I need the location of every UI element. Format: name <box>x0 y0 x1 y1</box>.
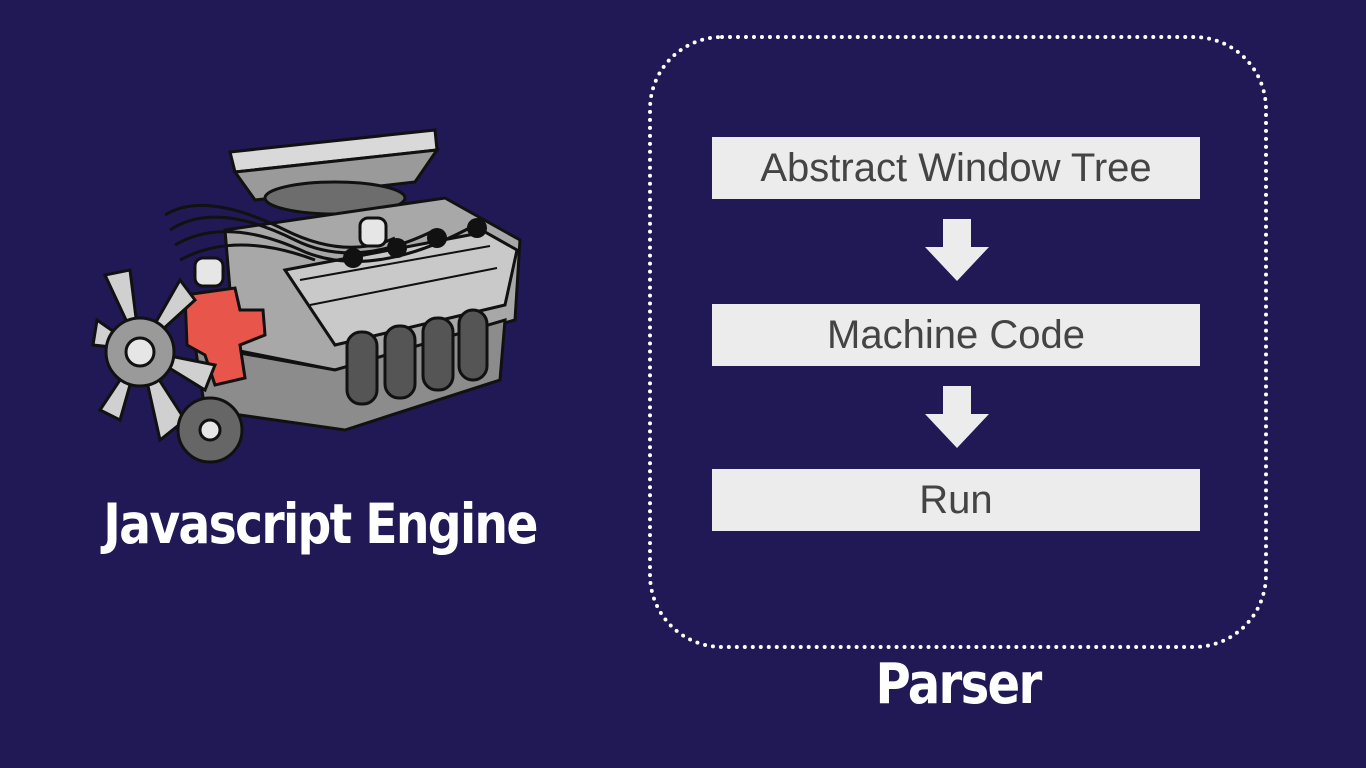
air-cleaner <box>228 128 441 216</box>
engine-highlight <box>183 286 267 387</box>
engine-fan <box>91 268 218 443</box>
step-machine-code: Machine Code <box>712 304 1200 366</box>
down-arrow-icon <box>925 386 989 448</box>
parser-frame <box>648 35 1268 649</box>
step-run: Run <box>712 469 1200 531</box>
down-arrow-icon <box>925 219 989 281</box>
engine-title: Javascript Engine <box>103 492 538 556</box>
step-abstract-window-tree: Abstract Window Tree <box>712 137 1200 199</box>
parser-title: Parser <box>875 652 1042 717</box>
car-engine-icon <box>91 128 522 464</box>
